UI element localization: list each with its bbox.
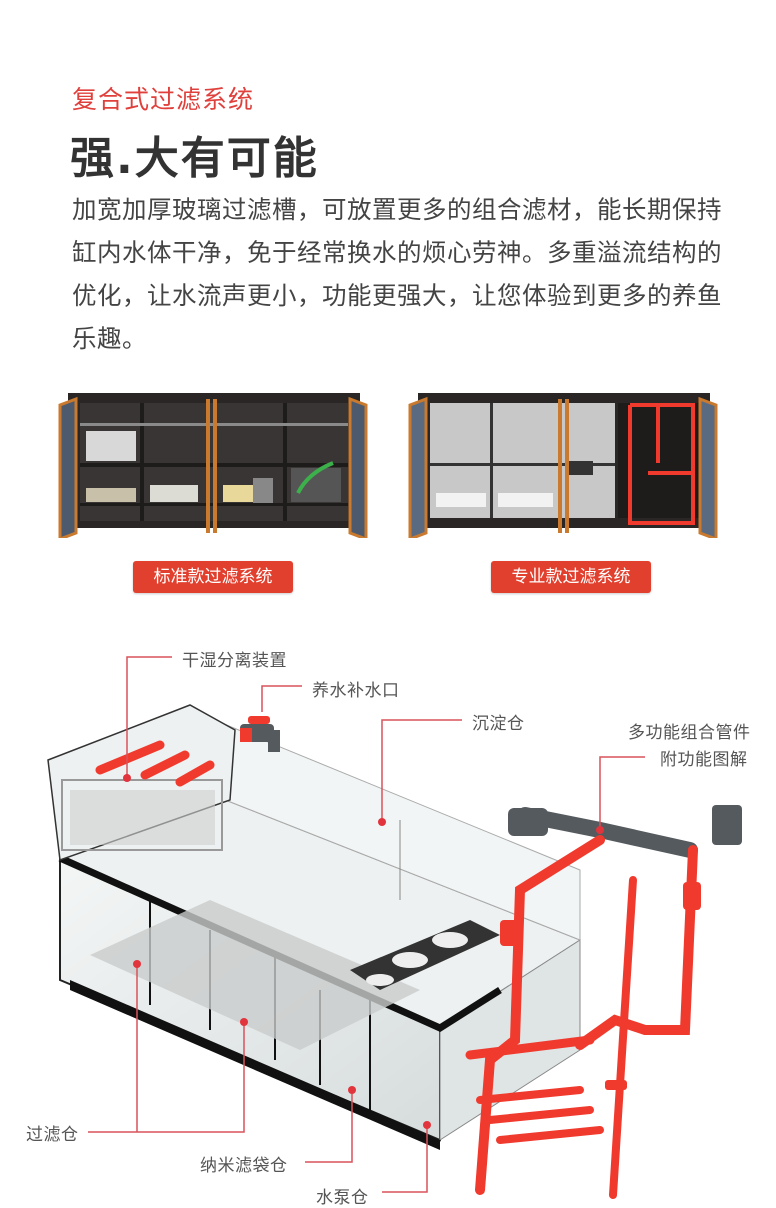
section-headline: 强.大有可能 [70, 133, 319, 184]
callout-pipe-kit-line2: 附功能图解 [660, 750, 748, 770]
standard-cabinet-image [58, 393, 368, 538]
section-subtitle: 复合式过滤系统 [72, 85, 255, 114]
pro-cabinet-image [408, 393, 718, 538]
callout-pump-chamber: 水泵仓 [316, 1188, 369, 1208]
callout-sediment-chamber: 沉淀仓 [472, 714, 525, 734]
callout-dry-wet-separator: 干湿分离装置 [182, 651, 287, 671]
description-paragraph: 加宽加厚玻璃过滤槽，可放置更多的组合滤材，能长期保持缸内水体干净，免于经常换水的… [72, 195, 722, 353]
standard-filter-label: 标准款过滤系统 [133, 561, 293, 593]
filter-sump-diagram [47, 656, 742, 1199]
callout-pipe-kit-line1: 多功能组合管件 [628, 723, 751, 743]
callout-nano-bag-chamber: 纳米滤袋仓 [200, 1156, 288, 1176]
pro-filter-label: 专业款过滤系统 [491, 561, 651, 593]
callout-water-inlet: 养水补水口 [312, 681, 400, 701]
callout-filter-chamber: 过滤仓 [26, 1125, 79, 1145]
